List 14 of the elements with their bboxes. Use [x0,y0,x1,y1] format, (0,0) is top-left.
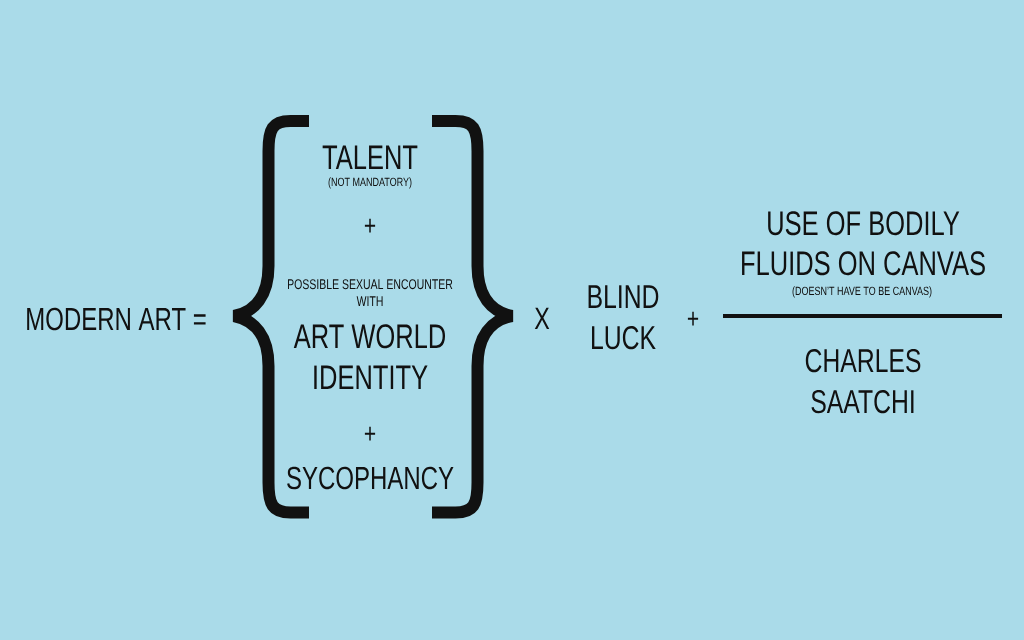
term-label: TALENT [322,145,418,169]
term-label: SYCOPHANCY [287,466,454,490]
note-text: (NOT MANDATORY) [328,177,412,189]
term-label: BLIND LUCK [588,285,659,350]
plus-sign: + [364,218,376,233]
term-label: ART WORLD IDENTITY [293,324,446,389]
note-text: POSSIBLE SEXUAL ENCOUNTER WITH [288,279,453,306]
plus-sign: + [687,311,699,326]
denominator-label: CHARLES SAATCHI [805,348,921,414]
equation-label: MODERN ART = [27,307,206,331]
multiply-sign: X [534,307,550,329]
numerator-label: USE OF BODILY FLUIDS ON CANVAS [742,211,985,276]
plus-sign: + [364,426,376,441]
note-text: (DOESN’T HAVE TO BE CANVAS) [792,286,932,298]
